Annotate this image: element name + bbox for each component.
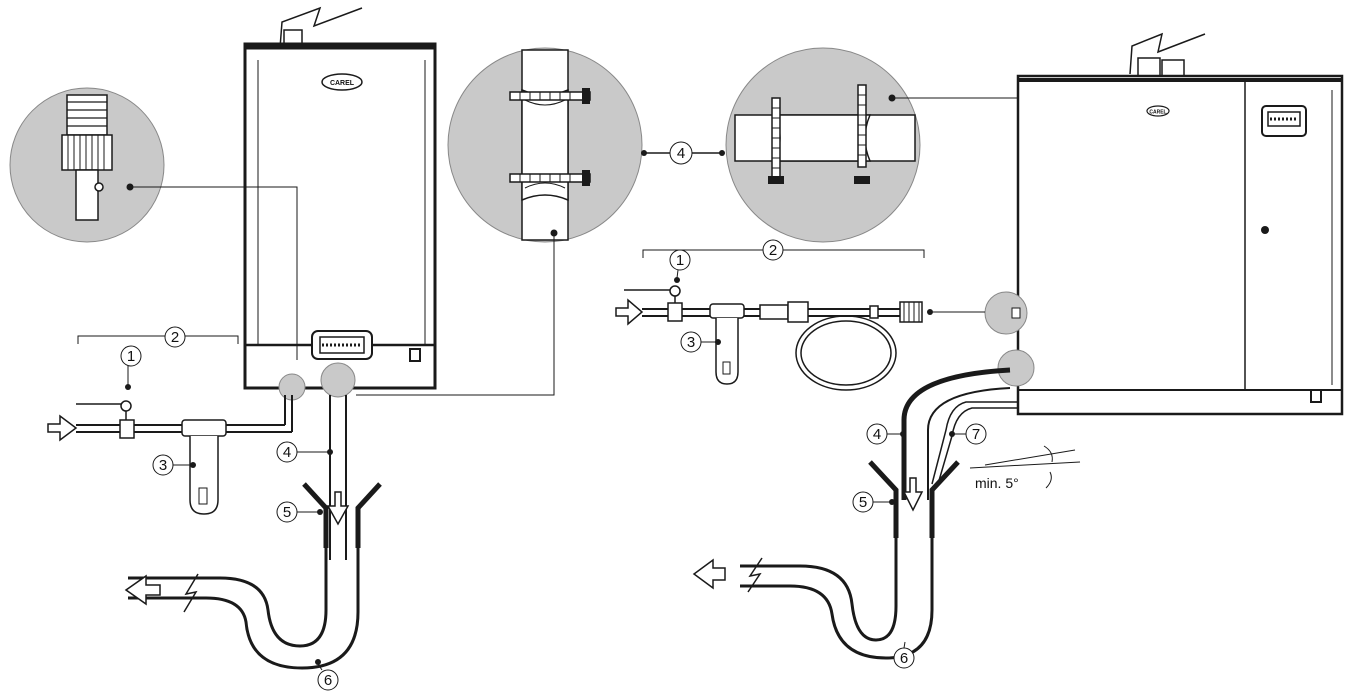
right-water-inlet-detail — [984, 291, 1028, 335]
callout-3-left: 3 — [159, 457, 167, 474]
left-drain-detail — [320, 362, 356, 398]
left-unit: CAREL — [243, 6, 437, 401]
water-inlet-arrow-icon — [47, 414, 78, 442]
right-unit: CAREL — [984, 32, 1344, 416]
right-water-supply — [615, 285, 985, 391]
drain-outlet-arrow-icon — [692, 558, 726, 590]
svg-text:CAREL: CAREL — [330, 80, 355, 87]
electric-earth-symbol-icon — [747, 557, 763, 593]
callout-5-left: 5 — [283, 504, 291, 521]
left-callouts: 2 1 3 4 5 6 — [77, 326, 339, 691]
left-switch — [409, 348, 421, 362]
vertical-clamp-detail — [356, 47, 643, 396]
right-switch — [1310, 389, 1322, 403]
left-display — [311, 330, 373, 360]
callout-4-right: 4 — [873, 426, 881, 443]
down-flow-arrow-icon — [326, 491, 350, 526]
callout-2-right: 2 — [769, 242, 777, 259]
left-water-supply — [47, 395, 293, 515]
right-callouts: 2 1 3 4 7 5 6 — [642, 239, 987, 669]
horizontal-clamp-detail — [725, 47, 1088, 386]
slope-angle-indicator: min. 5° — [969, 445, 1081, 491]
svg-text:CAREL: CAREL — [1149, 110, 1166, 116]
right-drain-detail — [997, 349, 1035, 387]
callout-3-right: 3 — [687, 334, 695, 351]
callout-1-left: 1 — [127, 348, 135, 365]
right-display — [1261, 105, 1307, 137]
callout-4-center: 4 — [677, 145, 685, 162]
callout-2-left: 2 — [171, 329, 179, 346]
power-cable-symbol-icon — [1129, 32, 1206, 75]
callout-6-right: 6 — [900, 650, 908, 667]
callout-4-left: 4 — [283, 444, 291, 461]
callout-5-right: 5 — [859, 494, 867, 511]
slope-angle-label: min. 5° — [975, 475, 1019, 491]
down-flow-arrow-icon — [902, 477, 924, 512]
callout-6-left: 6 — [324, 672, 332, 689]
electric-earth-symbol-icon — [183, 573, 199, 613]
filter-fitting-detail — [9, 87, 298, 360]
callout-1-right: 1 — [676, 252, 684, 269]
water-inlet-arrow-icon — [615, 298, 644, 326]
drain-outlet-arrow-icon — [124, 574, 161, 606]
center-callout: 4 — [641, 141, 725, 165]
callout-7-right: 7 — [972, 426, 980, 443]
power-cable-symbol-icon — [279, 6, 363, 49]
left-logo: CAREL — [321, 73, 363, 91]
door-lock — [1261, 226, 1269, 234]
right-drain — [692, 367, 1018, 660]
left-drain — [124, 395, 382, 670]
right-logo: CAREL — [1146, 105, 1170, 117]
